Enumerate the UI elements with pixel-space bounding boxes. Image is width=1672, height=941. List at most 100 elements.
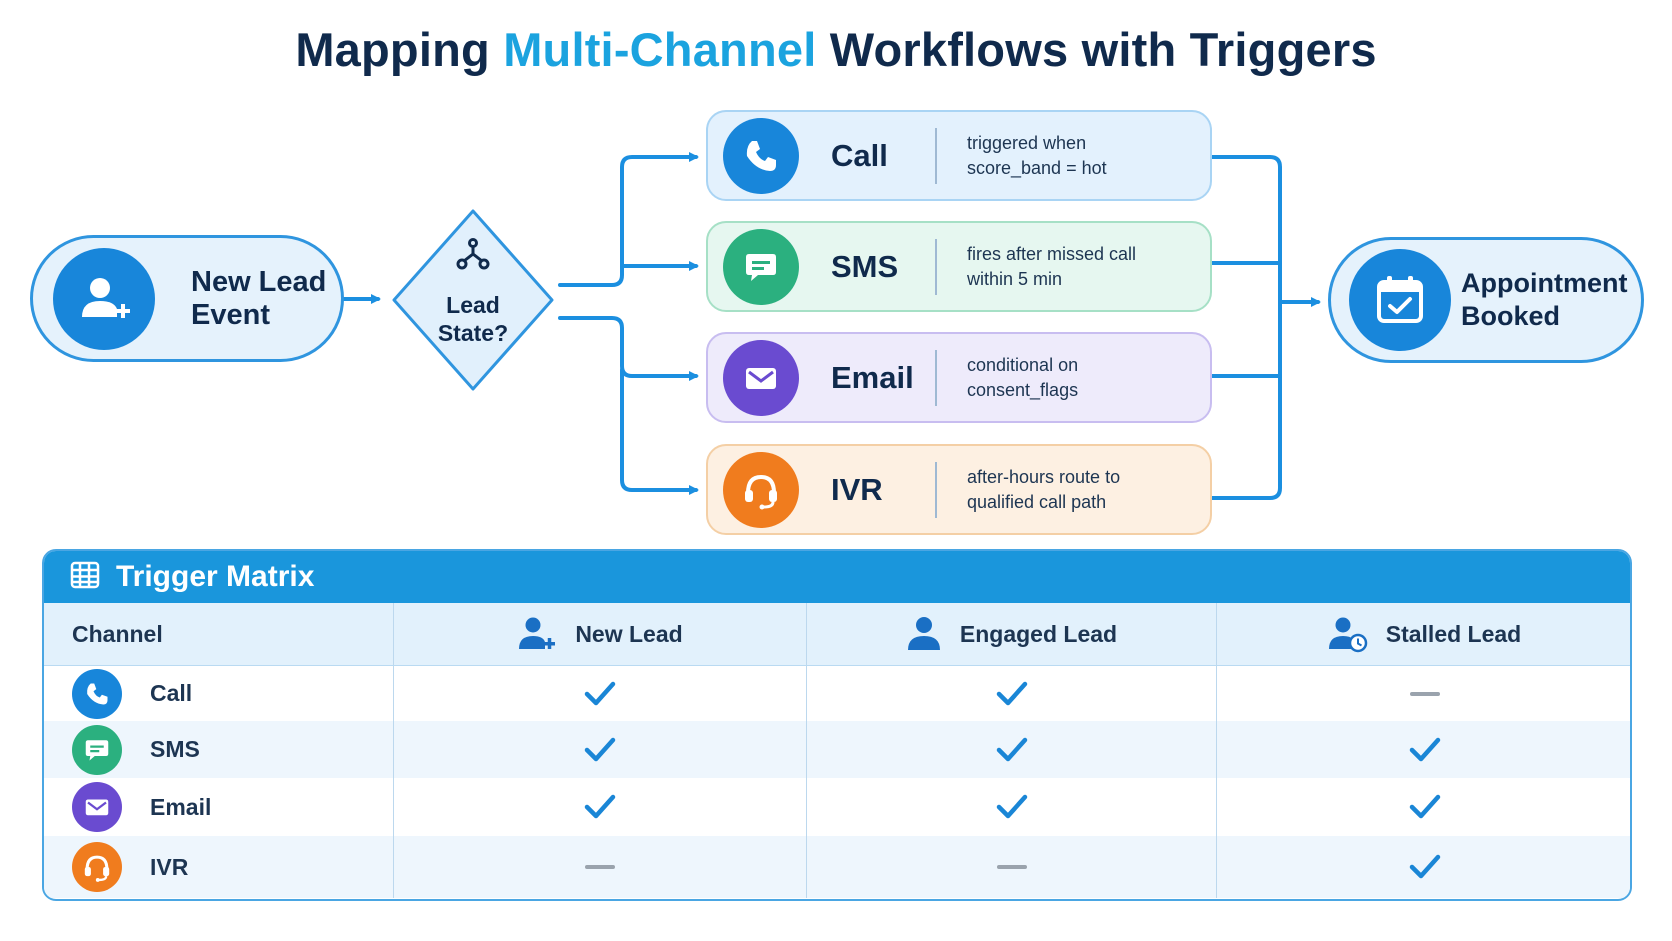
user-plus-icon — [517, 615, 557, 653]
channel-card-description: triggered when score_band = hot — [967, 131, 1167, 181]
card-divider — [935, 127, 937, 184]
email-desc-line-2: consent_flags — [967, 379, 1079, 400]
channel-card-sms: SMS fires after missed call within 5 min — [706, 221, 1212, 312]
check-icon — [992, 790, 1032, 824]
check-icon — [580, 790, 620, 824]
title-part-2: Workflows with Triggers — [829, 23, 1377, 76]
ivr-desc-line-1: after-hours route to — [967, 466, 1121, 487]
column-header-channel: Channel — [44, 603, 393, 665]
row-channel-cell: Call — [44, 666, 393, 721]
start-label-line-1: New Lead — [191, 265, 327, 298]
user-plus-icon — [53, 247, 155, 350]
arrow-decision-to-call — [558, 152, 699, 287]
decision-label-line-1: Lead — [446, 292, 500, 318]
start-label-line-2: Event — [191, 298, 270, 331]
channel-card-title: Email — [831, 359, 914, 395]
card-divider — [935, 349, 937, 406]
check-icon — [580, 677, 620, 711]
card-divider — [935, 238, 937, 295]
check-icon — [1405, 790, 1445, 824]
check-icon — [1405, 850, 1445, 884]
channel-card-call: Call triggered when score_band = hot — [706, 110, 1212, 201]
channel-card-title: SMS — [831, 248, 899, 284]
end-node-label: Appointment Booked — [1461, 267, 1631, 333]
arrow-decision-to-ivr — [620, 368, 699, 495]
row-channel-label: Call — [150, 680, 193, 706]
dash-icon — [1405, 677, 1445, 711]
table-row-sms: SMS — [44, 721, 1630, 778]
end-node-appointment-booked: Appointment Booked — [1328, 237, 1644, 363]
matrix-header-row: Channel New Lead — [44, 603, 1630, 666]
row-channel-cell: IVR — [44, 836, 393, 898]
arrow-call-to-merge — [1210, 155, 1282, 500]
sms-desc-line-1: fires after missed call — [967, 243, 1137, 264]
envelope-icon — [72, 782, 122, 832]
matrix-header: Trigger Matrix — [44, 551, 1630, 603]
column-label: Engaged Lead — [959, 620, 1118, 647]
envelope-icon — [723, 339, 799, 416]
check-icon — [1405, 733, 1445, 767]
cell-call-engaged-lead — [806, 666, 1216, 721]
call-desc-line-2: score_band = hot — [967, 157, 1107, 178]
column-header-new-lead: New Lead — [393, 603, 806, 665]
channel-card-email: Email conditional on consent_flags — [706, 332, 1212, 423]
column-header-engaged-lead: Engaged Lead — [806, 603, 1216, 665]
row-channel-cell: Email — [44, 778, 393, 836]
check-icon — [580, 733, 620, 767]
column-label: New Lead — [575, 620, 683, 647]
end-label-line-1: Appointment — [1461, 268, 1628, 298]
cell-call-new-lead — [393, 666, 806, 721]
check-icon — [992, 733, 1032, 767]
table-grid-icon — [70, 560, 100, 595]
column-header-stalled-lead: Stalled Lead — [1216, 603, 1630, 665]
cell-sms-new-lead — [393, 721, 806, 778]
cell-ivr-stalled-lead — [1216, 836, 1630, 898]
trigger-matrix: Trigger Matrix Channel New Lead — [42, 549, 1632, 901]
cell-call-stalled-lead — [1216, 666, 1630, 721]
row-channel-label: SMS — [150, 736, 200, 762]
row-channel-cell: SMS — [44, 721, 393, 778]
table-row-call: Call — [44, 666, 1630, 721]
channel-card-title: Call — [831, 137, 888, 173]
arrow-decision-to-email — [558, 316, 699, 381]
column-label: Channel — [72, 620, 163, 647]
cell-sms-stalled-lead — [1216, 721, 1630, 778]
channel-card-title: IVR — [831, 471, 883, 507]
phone-icon — [72, 668, 122, 719]
channel-card-description: after-hours route to qualified call path — [967, 465, 1167, 515]
start-node-new-lead: New Lead Event — [30, 235, 344, 362]
decision-node-lead-state: Lead State? — [388, 205, 558, 395]
ivr-desc-line-2: qualified call path — [967, 491, 1107, 512]
card-divider — [935, 461, 937, 518]
cell-ivr-engaged-lead — [806, 836, 1216, 898]
title-part-1: Mapping — [295, 23, 490, 76]
arrow-decision-to-sms — [620, 261, 699, 272]
phone-icon — [723, 117, 799, 194]
email-desc-line-1: conditional on — [967, 354, 1079, 375]
title-accent: Multi-Channel — [503, 23, 817, 76]
row-channel-label: IVR — [150, 853, 189, 880]
decision-label-line-2: State? — [437, 320, 509, 346]
cell-ivr-new-lead — [393, 836, 806, 898]
dash-icon — [580, 850, 620, 884]
table-row-ivr: IVR — [44, 836, 1630, 898]
chat-bubble-icon — [723, 228, 799, 305]
cell-email-stalled-lead — [1216, 778, 1630, 836]
cell-email-new-lead — [393, 778, 806, 836]
decision-node-label: Lead State? — [388, 291, 558, 347]
sms-desc-line-2: within 5 min — [967, 268, 1063, 289]
row-channel-label: Email — [150, 793, 212, 820]
headset-icon — [72, 842, 122, 892]
channel-card-description: fires after missed call within 5 min — [967, 242, 1167, 292]
column-label: Stalled Lead — [1385, 620, 1522, 647]
user-icon — [906, 615, 942, 653]
cell-sms-engaged-lead — [806, 721, 1216, 778]
start-node-label: New Lead Event — [191, 266, 341, 332]
user-clock-icon — [1328, 615, 1368, 653]
channel-card-description: conditional on consent_flags — [967, 353, 1167, 403]
cell-email-engaged-lead — [806, 778, 1216, 836]
chat-bubble-icon — [72, 724, 122, 775]
matrix-title: Trigger Matrix — [116, 560, 315, 593]
table-row-email: Email — [44, 778, 1630, 836]
